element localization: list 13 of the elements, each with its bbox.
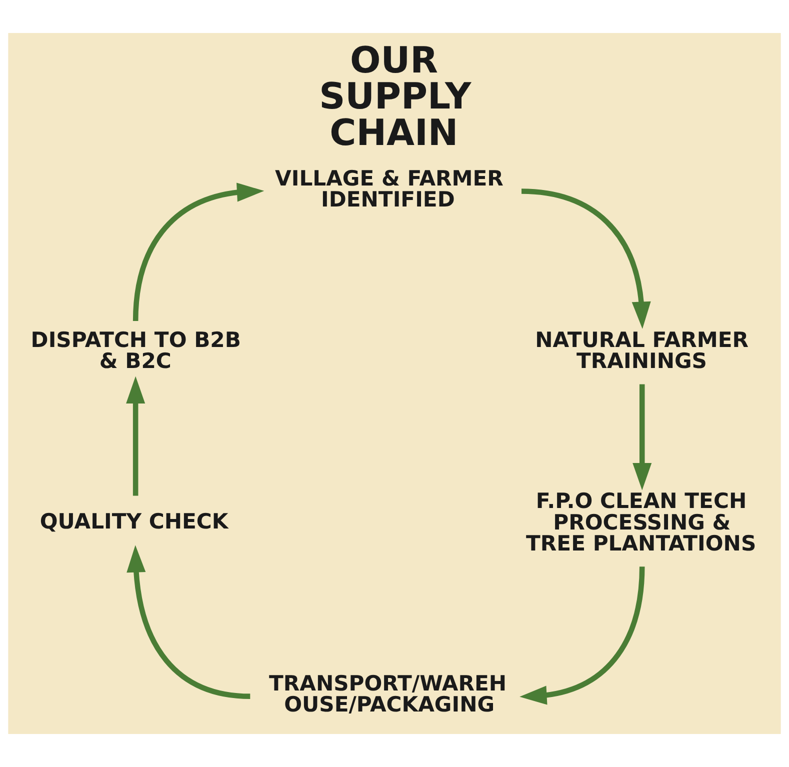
node-text: F.P.O CLEAN TECH PROCESSING & TREE PLANTATIONS bbox=[526, 488, 756, 556]
arrow bbox=[126, 545, 250, 699]
arrow bbox=[520, 566, 645, 705]
diagram-title: OUR SUPPLY CHAIN bbox=[319, 38, 472, 154]
arrow bbox=[632, 384, 652, 490]
arrow bbox=[126, 376, 146, 496]
node-text: QUALITY CHECK bbox=[40, 508, 228, 534]
arrow bbox=[521, 188, 651, 329]
node-text: DISPATCH TO B2B & B2C bbox=[30, 326, 241, 373]
node-text: VILLAGE & FARMER IDENTIFIED bbox=[275, 166, 504, 212]
node-text: TRANSPORT/WAREH OUSE/PACKAGING bbox=[269, 670, 507, 717]
arrow bbox=[132, 182, 264, 322]
node-text: NATURAL FARMER TRAININGS bbox=[535, 326, 748, 373]
